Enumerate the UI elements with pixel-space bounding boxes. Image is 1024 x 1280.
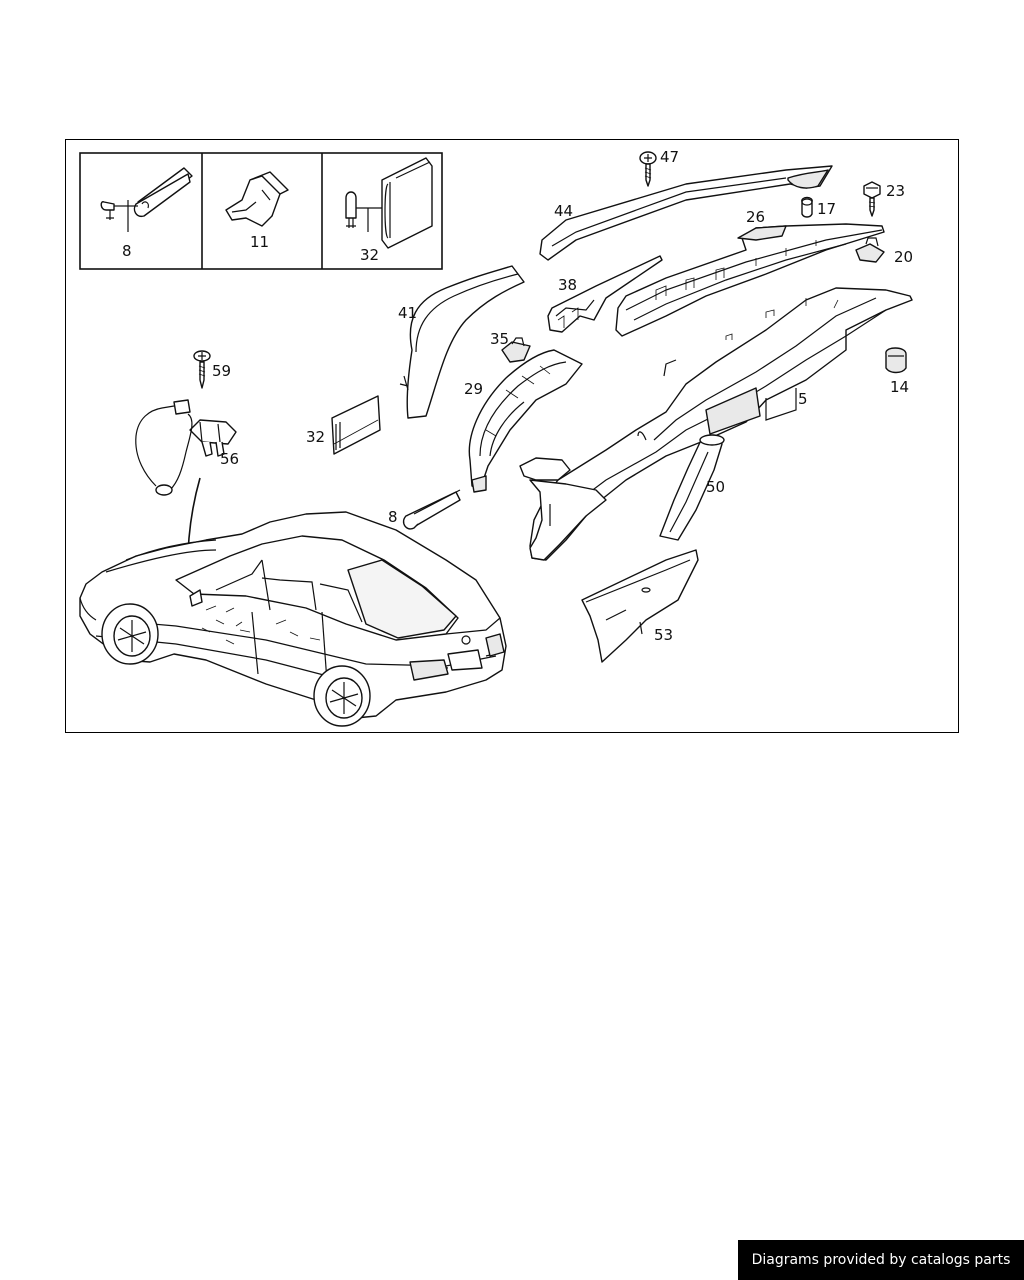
plug-17 xyxy=(801,196,813,218)
air-duct-50 xyxy=(659,434,725,541)
trim-panel-lower xyxy=(519,457,607,561)
sedan-illustration xyxy=(79,511,507,727)
callout-44: 44 xyxy=(554,202,573,220)
screw-59 xyxy=(193,350,211,389)
callout-23: 23 xyxy=(886,182,905,200)
inset-label-8: 8 xyxy=(122,242,132,260)
clip-nut-20 xyxy=(855,237,885,263)
diagram-credit-badge: Diagrams provided by catalogs parts xyxy=(738,1240,1024,1280)
callout-20: 20 xyxy=(894,248,913,266)
roof-trim-44 xyxy=(539,165,833,261)
seal-strip-32 xyxy=(331,395,381,455)
callout-47: 47 xyxy=(660,148,679,166)
callout-41: 41 xyxy=(398,304,417,322)
callout-32: 32 xyxy=(306,428,325,446)
callout-56: 56 xyxy=(220,450,239,468)
callout-5: 5 xyxy=(798,390,808,408)
parts-diagram: 8 11 32 47 44 xyxy=(65,139,959,733)
side-trim-panel-5 xyxy=(529,287,913,561)
callout-38: 38 xyxy=(558,276,577,294)
diagram-credit-text: Diagrams provided by catalogs parts xyxy=(751,1252,1011,1268)
screw-47 xyxy=(639,151,657,187)
callout-50: 50 xyxy=(706,478,725,496)
inset-label-11: 11 xyxy=(250,233,269,251)
inset-label-32: 32 xyxy=(360,246,379,264)
callout-35: 35 xyxy=(490,330,509,348)
inset-part-32 xyxy=(345,157,433,249)
callout-29: 29 xyxy=(464,380,483,398)
callout-14: 14 xyxy=(890,378,909,396)
callout-59: 59 xyxy=(212,362,231,380)
inset-part-8 xyxy=(100,167,193,232)
post-trim-41 xyxy=(399,265,525,419)
screw-23 xyxy=(863,181,881,217)
callout-8: 8 xyxy=(388,508,398,526)
clip-35 xyxy=(501,337,531,363)
trim-channel-26 xyxy=(615,223,885,337)
lower-cover-53 xyxy=(581,549,699,663)
parts-diagram-drawing: 8 11 32 47 44 xyxy=(79,148,913,727)
callout-53: 53 xyxy=(654,626,673,644)
inset-part-11 xyxy=(225,171,289,227)
callout-17: 17 xyxy=(817,200,836,218)
pillar-trim-29 xyxy=(468,349,583,493)
seal-strip-8 xyxy=(402,489,461,530)
cap-14 xyxy=(885,347,907,374)
callout-26: 26 xyxy=(746,208,765,226)
inset-panel: 8 11 32 xyxy=(79,152,443,270)
bracket-38 xyxy=(547,255,663,333)
